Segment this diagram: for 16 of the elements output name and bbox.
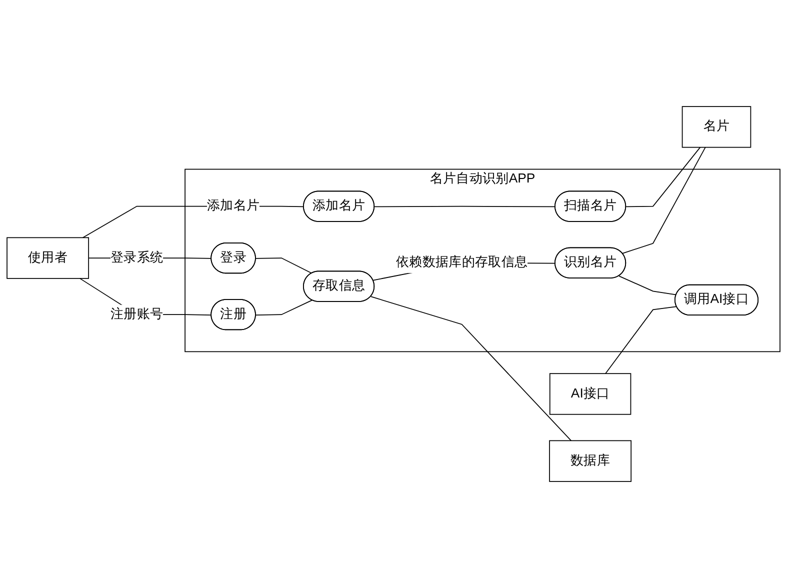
connector bbox=[618, 276, 677, 296]
connector bbox=[605, 306, 678, 374]
edge-label: 依赖数据库的存取信息 bbox=[396, 254, 528, 270]
connector bbox=[255, 300, 312, 316]
edge-label: 注册账号 bbox=[110, 306, 164, 322]
edge-label: 登录系统 bbox=[110, 250, 164, 265]
node-box: AI接口 bbox=[549, 373, 632, 415]
edge-label: 添加名片 bbox=[206, 198, 260, 214]
connector bbox=[370, 296, 572, 442]
connector bbox=[374, 206, 556, 208]
node-box: 使用者 bbox=[6, 237, 90, 279]
node-box: 名片 bbox=[682, 106, 752, 148]
connector bbox=[626, 146, 701, 208]
connector bbox=[255, 258, 312, 274]
connector bbox=[622, 146, 706, 254]
node-box: 数据库 bbox=[549, 440, 632, 482]
